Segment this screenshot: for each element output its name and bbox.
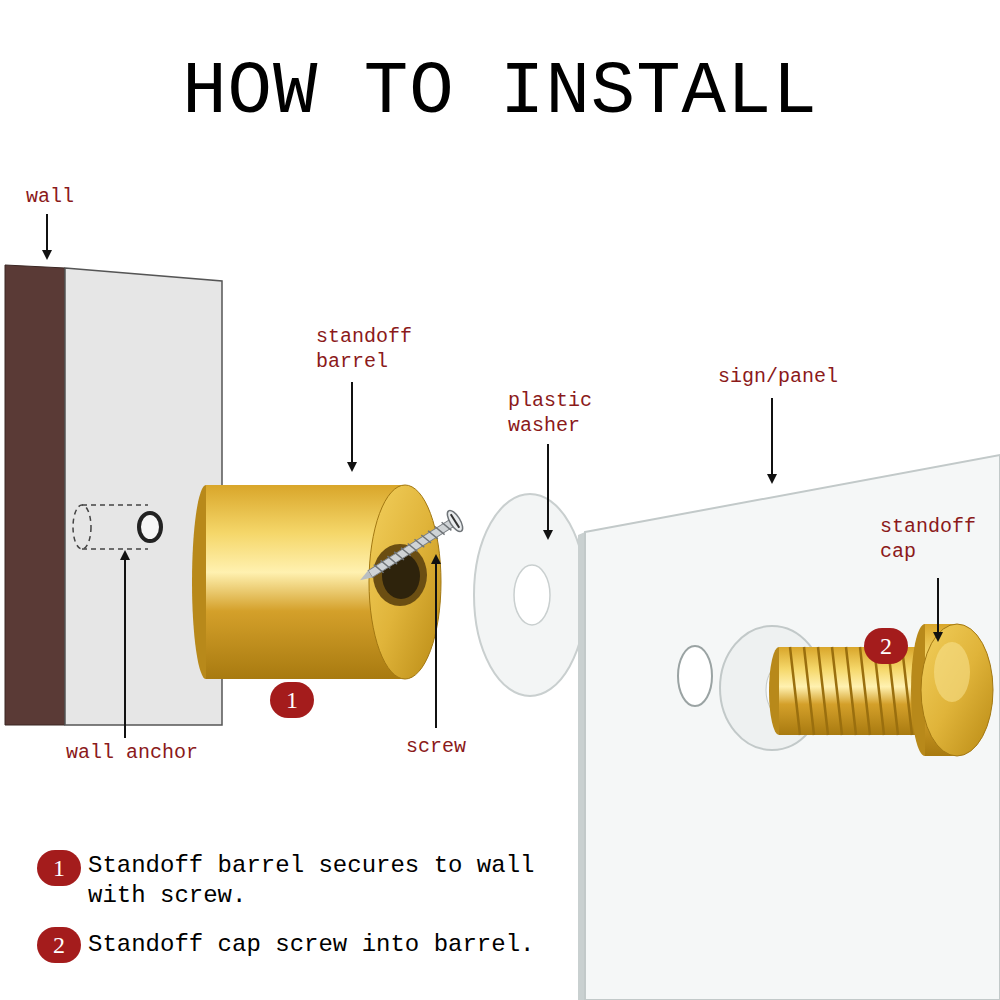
callout-number: 2	[864, 628, 908, 664]
standoff-cap-drawing	[769, 624, 993, 756]
part-label: standoff cap	[880, 514, 980, 564]
callout-number: 2	[37, 927, 81, 963]
step-note: Standoff barrel secures to wall with scr…	[88, 851, 558, 911]
wall-block	[5, 265, 222, 725]
part-label: wall	[26, 184, 106, 209]
part-label: sign/panel	[718, 364, 868, 389]
wall-anchor-drawing	[73, 505, 148, 549]
page-title: HOW TO INSTALL	[0, 52, 1000, 133]
standoff-barrel-drawing	[192, 485, 441, 679]
leader-arrows	[47, 214, 938, 738]
sign-panel-drawing	[578, 455, 1000, 1000]
plastic-washer-drawing	[474, 494, 586, 696]
part-label: screw	[406, 734, 496, 759]
anchor-hole	[139, 513, 161, 541]
screw-drawing	[354, 508, 466, 590]
part-label: standoff barrel	[316, 324, 428, 374]
callout-number: 1	[270, 682, 314, 718]
part-label: wall anchor	[66, 740, 226, 765]
step-note: Standoff cap screw into barrel.	[88, 930, 578, 960]
part-label: plastic washer	[508, 388, 620, 438]
callout-number: 1	[37, 850, 81, 886]
